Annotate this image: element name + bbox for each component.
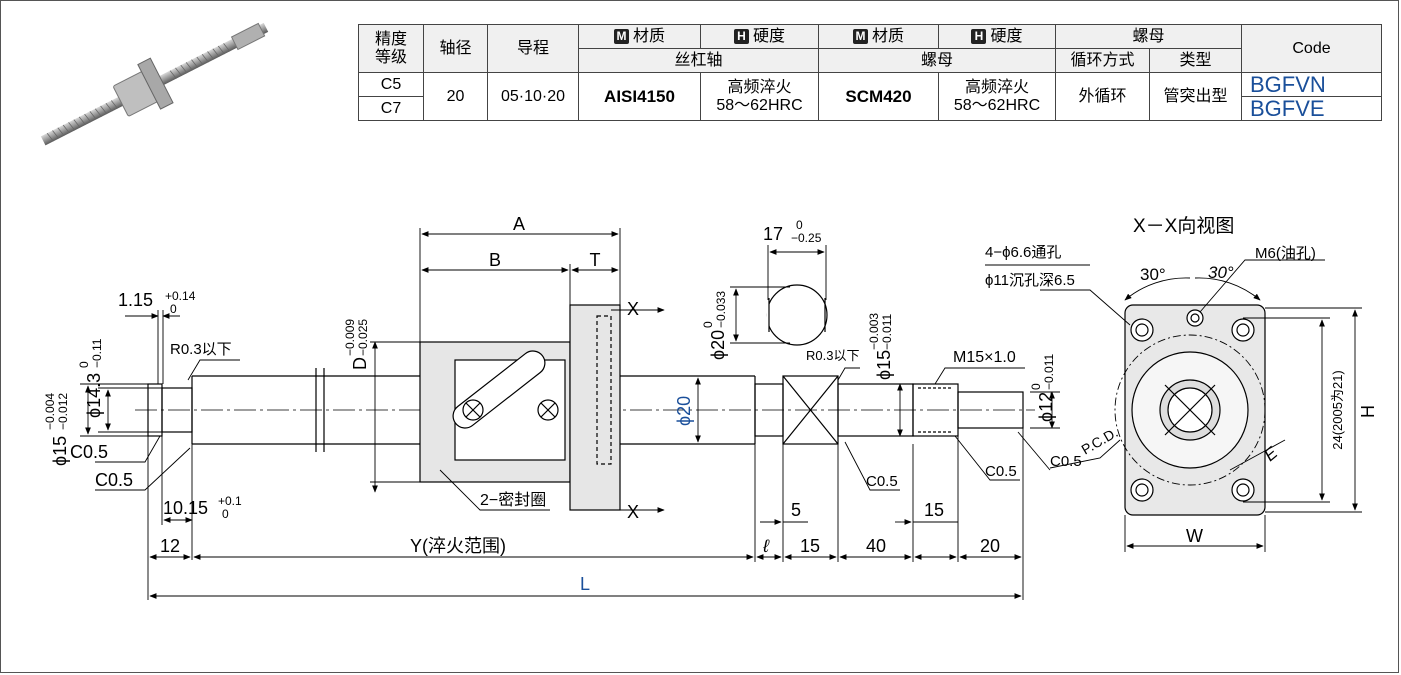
groove-width-upper: +0.14 xyxy=(165,289,196,303)
angle-right-label: 30° xyxy=(1208,263,1234,282)
flange-dim-upper: 0 xyxy=(796,218,803,232)
phi15-left-lower: −0.012 xyxy=(56,393,70,430)
seal-label: 2−密封圈 xyxy=(480,491,546,509)
phi15-right-nominal: ϕ15 xyxy=(874,350,894,380)
r03-left-label: R0.3以下 xyxy=(170,341,232,358)
r03-right-label: R0.3以下 xyxy=(806,348,859,363)
grade-c7: C7 xyxy=(358,96,424,121)
code-link-c5[interactable]: BGFVN xyxy=(1241,72,1382,97)
phi12-lower: −0.011 xyxy=(1042,354,1056,390)
phi15-left-nominal: ϕ15 xyxy=(50,436,70,466)
groove-width-lower: 0 xyxy=(170,302,177,316)
circulation-value: 外循环 xyxy=(1055,72,1150,121)
phi15-right-lower: −0.011 xyxy=(880,314,894,350)
chamfer-mid: C0.5 xyxy=(866,473,898,490)
groove-width-nominal: 1.15 xyxy=(118,290,153,310)
H-label: H xyxy=(1358,405,1378,418)
holes-label-line2: ϕ11沉孔深6.5 xyxy=(985,272,1075,289)
chamfer-end: C0.5 xyxy=(1050,453,1082,470)
section-x-top: X xyxy=(627,299,639,319)
dim-B-label: B xyxy=(489,250,501,270)
length-15-label: 15 xyxy=(800,536,820,556)
D-nominal: D xyxy=(350,357,370,370)
phi143-lower: −0.11 xyxy=(90,338,104,368)
round-dia-lower: −0.033 xyxy=(714,291,728,328)
nut-subheader: 螺母 xyxy=(818,48,1056,73)
chamfer-left-b: C0.5 xyxy=(95,470,133,490)
section-x-bottom: X xyxy=(627,502,639,522)
length-1015-upper: +0.1 xyxy=(218,494,242,508)
view-title: X－X向视图 xyxy=(1133,215,1234,237)
quench-range-label: Y(淬火范围) xyxy=(410,536,506,556)
length-1015-nominal: 10.15 xyxy=(163,498,208,518)
nut-material-value: SCM420 xyxy=(818,72,939,121)
angle-left-label: 30° xyxy=(1140,265,1166,284)
thread-label: M15×1.0 xyxy=(953,349,1016,366)
nut-type-value: 管突出型 xyxy=(1149,72,1242,121)
oil-hole-label: M6(油孔) xyxy=(1255,245,1316,262)
D-lower: −0.025 xyxy=(356,319,370,356)
table-row: C7 BGFVE xyxy=(358,96,1382,121)
flange-dim-lower: −0.25 xyxy=(791,231,822,245)
screw-material-value: AISI4150 xyxy=(578,72,701,121)
screw-subheader: 丝杠轴 xyxy=(578,48,819,73)
chamfer-left-a: C0.5 xyxy=(70,442,108,462)
shaft-dia-value: 20 xyxy=(423,72,488,121)
type-subheader: 类型 xyxy=(1149,48,1242,73)
D-upper: −0.009 xyxy=(343,319,357,356)
material-badge: M xyxy=(852,28,868,44)
phi143-nominal: ϕ14.3 xyxy=(84,373,104,418)
length-1015-lower: 0 xyxy=(222,507,229,521)
vertical-24-label: 24(2005为21) xyxy=(1330,370,1345,450)
hardness-badge: H xyxy=(971,28,987,44)
shaft-diameter-blue: ϕ20 xyxy=(674,396,694,426)
phi143-upper: 0 xyxy=(77,361,91,368)
round-dia-nominal: ϕ20 xyxy=(708,330,728,360)
table-subheader-row: 丝杠轴 螺母 循环方式 类型 xyxy=(359,48,1382,73)
chamfer-right: C0.5 xyxy=(985,463,1017,480)
total-length-label: L xyxy=(580,574,590,594)
length-20-label: 20 xyxy=(980,536,1000,556)
flange-dim-nominal: 17 xyxy=(763,224,783,244)
dim-T-label: T xyxy=(590,250,601,270)
hardness-badge: H xyxy=(733,28,749,44)
length-40-label: 40 xyxy=(866,536,886,556)
length-5-label: 5 xyxy=(791,500,801,520)
dim-A-label: A xyxy=(513,214,525,234)
phi12-nominal: ϕ12 xyxy=(1036,392,1056,422)
phi15-right-upper: −0.003 xyxy=(867,313,881,350)
holes-label-line1: 4−ϕ6.6通孔 xyxy=(985,244,1061,261)
pcd-label: P.C.D. xyxy=(1079,424,1121,458)
length-12-label: 12 xyxy=(160,536,180,556)
circulation-subheader: 循环方式 xyxy=(1055,48,1150,73)
length-15-top-label: 15 xyxy=(924,500,944,520)
phi15-left-upper: −0.004 xyxy=(43,393,57,430)
length-ell-label: ℓ xyxy=(762,536,770,556)
phi12-upper: 0 xyxy=(1029,383,1043,390)
shaft-dia-header: 轴径 xyxy=(423,24,488,73)
round-dia-upper: 0 xyxy=(701,321,715,328)
W-label: W xyxy=(1186,526,1203,546)
nut-header: 螺母 xyxy=(1055,24,1242,49)
lead-header: 导程 xyxy=(487,24,579,73)
material-badge: M xyxy=(613,28,629,44)
ball-screw-photo xyxy=(40,22,269,146)
code-link-c7[interactable]: BGFVE xyxy=(1241,96,1382,121)
lead-value: 05·10·20 xyxy=(487,72,579,121)
